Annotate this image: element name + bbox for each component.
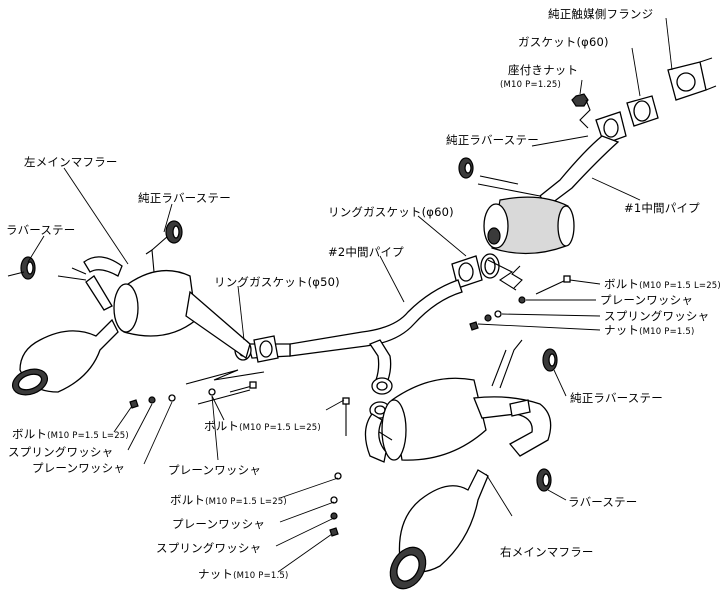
nut-lower-text: ナット: [198, 567, 234, 581]
label-cat-flange: 純正触媒側フランジ: [548, 7, 654, 21]
label-bolt-lower: ボルト(M10 P=1.5 L=25): [170, 492, 287, 508]
hardware-left: [129, 381, 257, 409]
label-nut-lower: ナット(M10 P=1.5): [198, 566, 289, 582]
gasket-60: [626, 95, 659, 127]
bolt-lower-spec: (M10 P=1.5 L=25): [205, 497, 287, 507]
label-right-main-muffler: 右メインマフラー: [500, 545, 594, 559]
mid-pipe-1: [477, 135, 620, 207]
label-plain-washer-lower: プレーンワッシャ: [172, 517, 266, 531]
label-oem-rubber-stay-right: 純正ラバーステー: [570, 391, 663, 405]
label-spring-washer-lower: スプリングワッシャ: [156, 541, 262, 555]
bolt-right-spec: (M10 P=1.5 L=25): [639, 281, 720, 291]
label-ring-gasket-60: リングガスケット(φ60): [328, 205, 454, 219]
label-oem-rubber-stay-top: 純正ラバーステー: [446, 133, 539, 147]
label-no1-mid-pipe: #1中間パイプ: [624, 201, 700, 215]
rubber-stay-right: [536, 468, 552, 492]
label-left-main-muffler: 左メインマフラー: [24, 155, 118, 169]
seat-nut: [571, 93, 589, 107]
bolt-left-text: ボルト: [12, 427, 48, 441]
label-spring-washer-left: スプリングワッシャ: [8, 445, 114, 459]
rubber-stay-left: [7, 256, 36, 280]
nut-right-text: ナット: [604, 323, 640, 337]
label-ring-gasket-50: リングガスケット(φ50): [214, 275, 340, 289]
oem-rubber-stay-right: [542, 348, 558, 372]
label-nut-right: ナット(M10 P=1.5): [604, 322, 695, 338]
bolt-lower-text: ボルト: [170, 493, 206, 507]
label-bolt-right: ボルト(M10 P=1.5 L=25): [604, 276, 720, 292]
center-resonator: [483, 196, 575, 255]
oem-rubber-stay-top: [458, 157, 474, 179]
break-lines: [185, 99, 591, 405]
nut-right-spec: (M10 P=1.5): [639, 327, 695, 337]
ring-gasket-60: [451, 253, 500, 289]
hardware-center: [329, 397, 350, 537]
leader-lines: [27, 17, 673, 573]
oem-cat-flange: [667, 57, 717, 101]
hardware-right: [469, 275, 571, 331]
mid-pipe-2: [247, 279, 463, 381]
label-rubber-stay-left: ラバーステー: [6, 223, 76, 237]
label-plain-washer-right: プレーンワッシャ: [600, 293, 694, 307]
label-rubber-stay-right: ラバーステー: [568, 495, 638, 509]
bolt-right-text: ボルト: [604, 277, 640, 291]
bolt-left-spec: (M10 P=1.5 L=25): [47, 431, 129, 441]
label-no2-mid-pipe: #2中間パイプ: [328, 245, 404, 259]
oem-rubber-stay-left: [165, 220, 183, 244]
right-main-muffler: [364, 339, 552, 590]
label-bolt-left: ボルト(M10 P=1.5 L=25): [12, 426, 129, 442]
label-plain-washer-center: プレーンワッシャ: [168, 463, 262, 477]
nut-lower-spec: (M10 P=1.5): [233, 571, 289, 581]
label-bolt-center: ボルト(M10 P=1.5 L=25): [204, 418, 321, 434]
label-gasket-60: ガスケット(φ60): [518, 35, 609, 49]
bolt-center-spec: (M10 P=1.5 L=25): [239, 423, 321, 433]
left-main-muffler: [11, 235, 251, 396]
label-spring-washer-right: スプリングワッシャ: [604, 309, 710, 323]
label-seat-nut-spec: (M10 P=1.25): [500, 80, 562, 90]
label-oem-rubber-stay-left: 純正ラバーステー: [138, 191, 231, 205]
label-plain-washer-left: プレーンワッシャ: [32, 461, 126, 475]
bolt-center-text: ボルト: [204, 419, 240, 433]
label-seat-nut: 座付きナット: [508, 63, 579, 77]
